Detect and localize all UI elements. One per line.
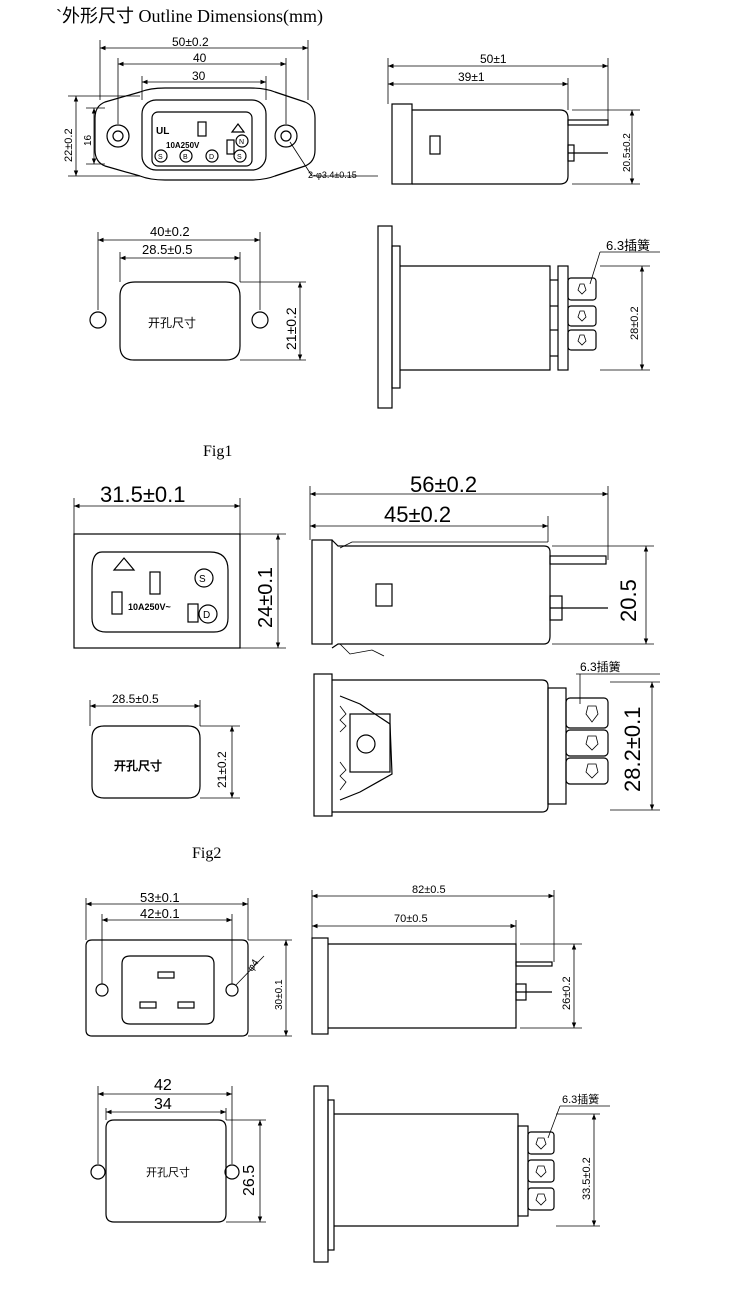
fig2-cutout-width: 28.5±0.5 [112,692,159,706]
svg-text:N: N [239,139,244,146]
fig2-terminal-label: 6.3插簧 [580,659,621,674]
fig2-side-length-total: 56±0.2 [410,472,477,497]
fig3-side-height: 26±0.2 [561,976,573,1010]
fig3-side-length-body: 70±0.5 [394,913,428,925]
fig3-front-width-inner: 42±0.1 [140,906,180,921]
fig2-side-height: 20.5 [616,579,641,622]
fig1-rating-label: 10A250V [166,141,200,150]
fig3-front-height: 30±0.1 [274,979,285,1010]
fig1-caption: Fig1 [203,443,232,460]
fig1-top-height: 28±0.2 [629,306,641,340]
fig3-front-view: 53±0.1 42±0.1 φ4 30±0.1 [85,890,292,1037]
fig2-caption: Fig2 [192,845,221,862]
fig1-side-height: 20.5±0.2 [622,133,633,172]
fig1-cutout-view: 开孔尺寸 40±0.2 28.5±0.5 21±0.2 [89,224,306,361]
fig1-front-height-inner: 16 [83,134,94,146]
svg-text:D: D [203,610,210,621]
fig3-cutout-label: 开孔尺寸 [146,1165,190,1179]
fig2-cutout-height: 21±0.2 [215,751,229,788]
page-title: `外形尺寸 Outline Dimensions(mm) [56,6,323,27]
fig3-side-view: 82±0.5 70±0.5 26±0.2 [311,884,582,1035]
fig1-cutout-label: 开孔尺寸 [148,316,196,330]
fig3-top-view: 6.3插簧 33.5±0.2 [313,1085,610,1263]
fig1-front-width-outer: 50±0.2 [172,35,209,49]
fig3-cutout-width: 34 [154,1096,172,1113]
svg-text:UL: UL [156,126,169,137]
svg-text:S: S [237,154,242,161]
fig1-side-view: 50±1 39±1 20.5±0.2 [387,52,640,185]
svg-text:S: S [158,154,163,161]
fig1-front-width-mid: 40 [193,51,207,65]
fig2-cutout-view: 开孔尺寸 28.5±0.5 21±0.2 [89,692,240,799]
fig3-front-width-outer: 53±0.1 [140,890,180,905]
fig1-terminal-label: 6.3插簧 [606,238,650,253]
svg-text:S: S [199,574,206,585]
fig2-front-view: S D 10A250V~ 31.5±0.1 24±0.1 [73,482,286,649]
fig2-front-height: 24±0.1 [255,567,277,628]
fig3-cutout-width-holes: 42 [154,1077,172,1094]
fig3-cutout-view: 开孔尺寸 42 34 26.5 [90,1077,266,1223]
fig1-cutout-height: 21±0.2 [283,307,299,350]
fig1-front-width-inner: 30 [192,69,206,83]
fig1-front-view: UL 10A250V S B D S N 50±0.2 40 30 22±0.2… [63,35,378,181]
fig1-holes-label: 2-φ3.4±0.15 [308,170,357,180]
fig2-rating-label: 10A250V~ [128,602,171,612]
fig1-front-height-outer: 22±0.2 [63,128,75,162]
fig1-cutout-width-holes: 40±0.2 [150,224,190,239]
fig3-side-length-total: 82±0.5 [412,884,446,896]
fig1-top-view: 6.3插簧 28±0.2 [377,225,660,409]
fig3-terminal-label: 6.3插簧 [562,1092,599,1106]
fig2-top-height: 28.2±0.1 [620,707,645,792]
fig2-cutout-label: 开孔尺寸 [114,758,162,773]
fig3-top-height: 33.5±0.2 [581,1157,593,1200]
svg-text:B: B [183,154,188,161]
svg-text:D: D [209,154,214,161]
fig1-side-length-total: 50±1 [480,52,507,66]
fig3-cutout-height: 26.5 [241,1165,258,1196]
fig2-top-view: 6.3插簧 28.2±0.1 [313,659,660,817]
fig2-side-length-body: 45±0.2 [384,502,451,527]
fig2-side-view: 56±0.2 45±0.2 20.5 [309,472,654,657]
fig1-cutout-width: 28.5±0.5 [142,242,193,257]
fig2-front-width: 31.5±0.1 [100,482,185,507]
fig1-side-length-body: 39±1 [458,70,485,84]
